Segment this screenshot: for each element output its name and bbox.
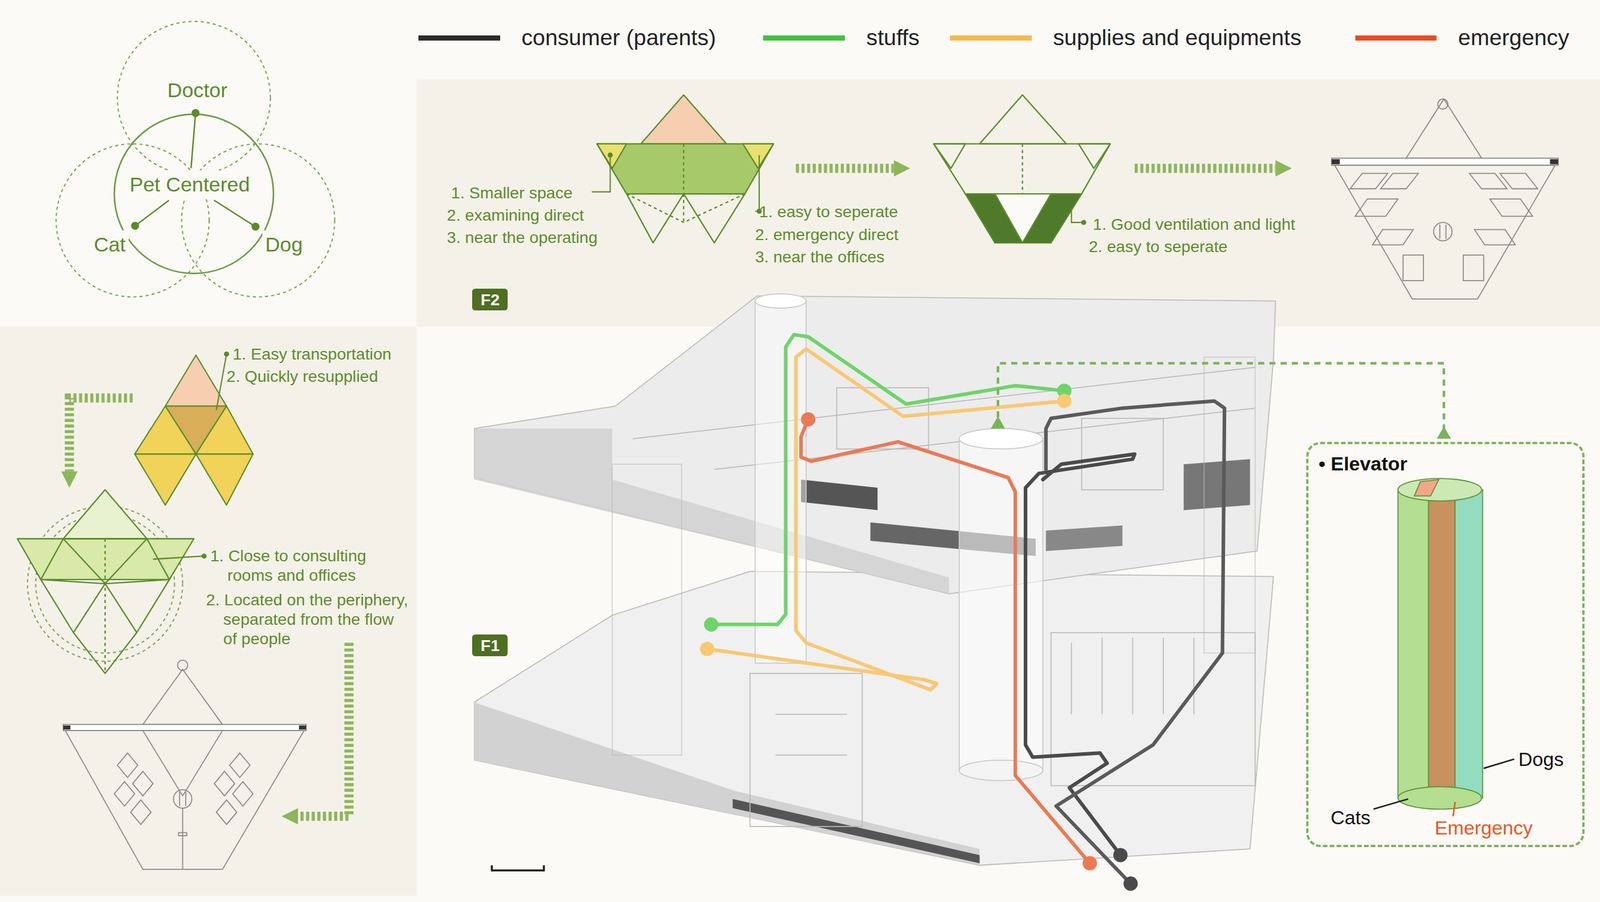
connector bbox=[213, 200, 256, 227]
floor-badge: F1 bbox=[472, 634, 508, 657]
connector bbox=[190, 113, 196, 169]
venn-circle: Dog bbox=[262, 230, 306, 259]
connector-dot bbox=[251, 222, 260, 231]
annotation-text: 1. Smaller space bbox=[451, 182, 573, 203]
annotation-text: 3. near the operating bbox=[447, 227, 598, 247]
annotation-text: 2. Quickly resupplied bbox=[226, 366, 378, 386]
legend-text: consumer (parents) bbox=[521, 24, 716, 51]
legend-line-sample bbox=[418, 35, 501, 41]
annotation-text: 2. emergency direct bbox=[755, 224, 899, 245]
annotation-text: 1. easy to seperate bbox=[759, 201, 899, 222]
node-label: F1 bbox=[480, 635, 500, 656]
legend-line-sample bbox=[950, 35, 1032, 41]
legend-text: emergency bbox=[1458, 24, 1570, 51]
legend-line-sample bbox=[763, 35, 845, 41]
connector-dot bbox=[130, 221, 139, 230]
part-label: Cats bbox=[1330, 806, 1371, 830]
legend-line-sample bbox=[1355, 35, 1438, 41]
annotation-text: 2. examining direct bbox=[447, 205, 585, 225]
part-label: Dogs bbox=[1518, 747, 1564, 772]
venn-circle: Cat bbox=[90, 230, 129, 259]
legend-text: supplies and equipments bbox=[1052, 24, 1302, 51]
node-label: Pet Centered bbox=[129, 172, 250, 198]
legend-text: stuffs bbox=[866, 24, 920, 51]
node-label: F2 bbox=[480, 289, 500, 310]
box-title: • Elevator bbox=[1318, 452, 1408, 476]
annotation-text: 1. Good ventilation and light bbox=[1092, 214, 1296, 234]
node-label: Cat bbox=[93, 232, 126, 258]
elevator-box: • Elevator bbox=[1306, 441, 1585, 848]
node-label: Dog bbox=[265, 232, 303, 258]
annotation-text: 1. Close to consulting rooms and offices bbox=[210, 545, 410, 586]
annotation-text: 2. easy to seperate bbox=[1088, 236, 1228, 257]
connector bbox=[134, 200, 169, 226]
connector-dot bbox=[191, 109, 200, 118]
venn-circle: Doctor bbox=[164, 76, 231, 106]
annotation-text: 1. Easy transportation bbox=[232, 344, 392, 364]
center-circle: Pet Centered bbox=[126, 170, 253, 199]
annotation-text: 2. Located on the periphery, separated f… bbox=[206, 589, 411, 649]
floor-badge: F2 bbox=[472, 288, 508, 311]
part-label: Emergency bbox=[1434, 816, 1534, 840]
annotation-text: 3. near the offices bbox=[755, 246, 885, 267]
node-label: Doctor bbox=[167, 78, 228, 103]
